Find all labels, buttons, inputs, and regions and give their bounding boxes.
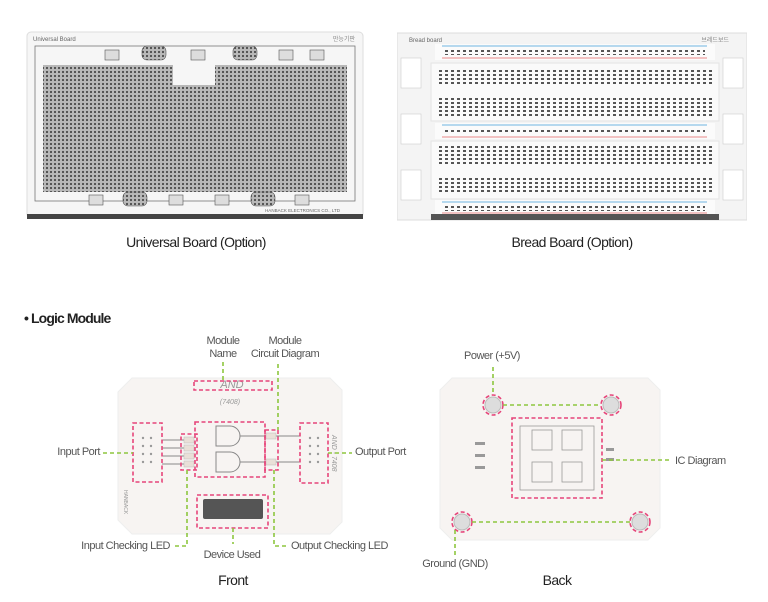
- module-name-text: AND: [219, 379, 243, 391]
- label-output-port: Output Port: [355, 446, 406, 458]
- back-module-diagram: [439, 367, 672, 555]
- back-caption: Back: [542, 572, 572, 588]
- label-input-led: Input Checking LED: [81, 540, 170, 552]
- front-module-diagram: AND (7408) AND - 7408 HANBACK: [103, 362, 352, 547]
- front-caption: Front: [218, 572, 248, 588]
- label-device-used: Device Used: [203, 549, 261, 561]
- label-input-port: Input Port: [57, 446, 100, 458]
- board-korean-title: 만능기판: [333, 35, 356, 43]
- bullet: •: [24, 310, 29, 326]
- label-ground: Ground (GND): [422, 558, 488, 570]
- side-text: AND - 7408: [330, 434, 337, 472]
- bread-board-image: Bread board 브레드보드: [397, 32, 747, 221]
- bread-board-caption: Bread Board (Option): [511, 234, 633, 250]
- section-title: Logic Module: [31, 310, 111, 326]
- board-korean-title: 브레드보드: [701, 36, 729, 44]
- board-title: Bread board: [409, 38, 442, 44]
- board-title: Universal Board: [33, 37, 76, 43]
- section-heading: • Logic Module: [24, 310, 111, 326]
- maker-text: HANBACK: [122, 490, 128, 515]
- label-output-led: Output Checking LED: [291, 540, 388, 552]
- maker-text: HANBACK ELECTRONICS CO., LTD: [265, 208, 341, 213]
- label-power: Power (+5V): [464, 350, 520, 362]
- module-part-text: (7408): [220, 399, 240, 406]
- universal-board-caption: Universal Board (Option): [126, 234, 266, 250]
- label-ic-diagram: IC Diagram: [675, 455, 726, 467]
- universal-board-image: Universal Board 만능기판 HANBACK ELECTRONICS…: [26, 31, 364, 219]
